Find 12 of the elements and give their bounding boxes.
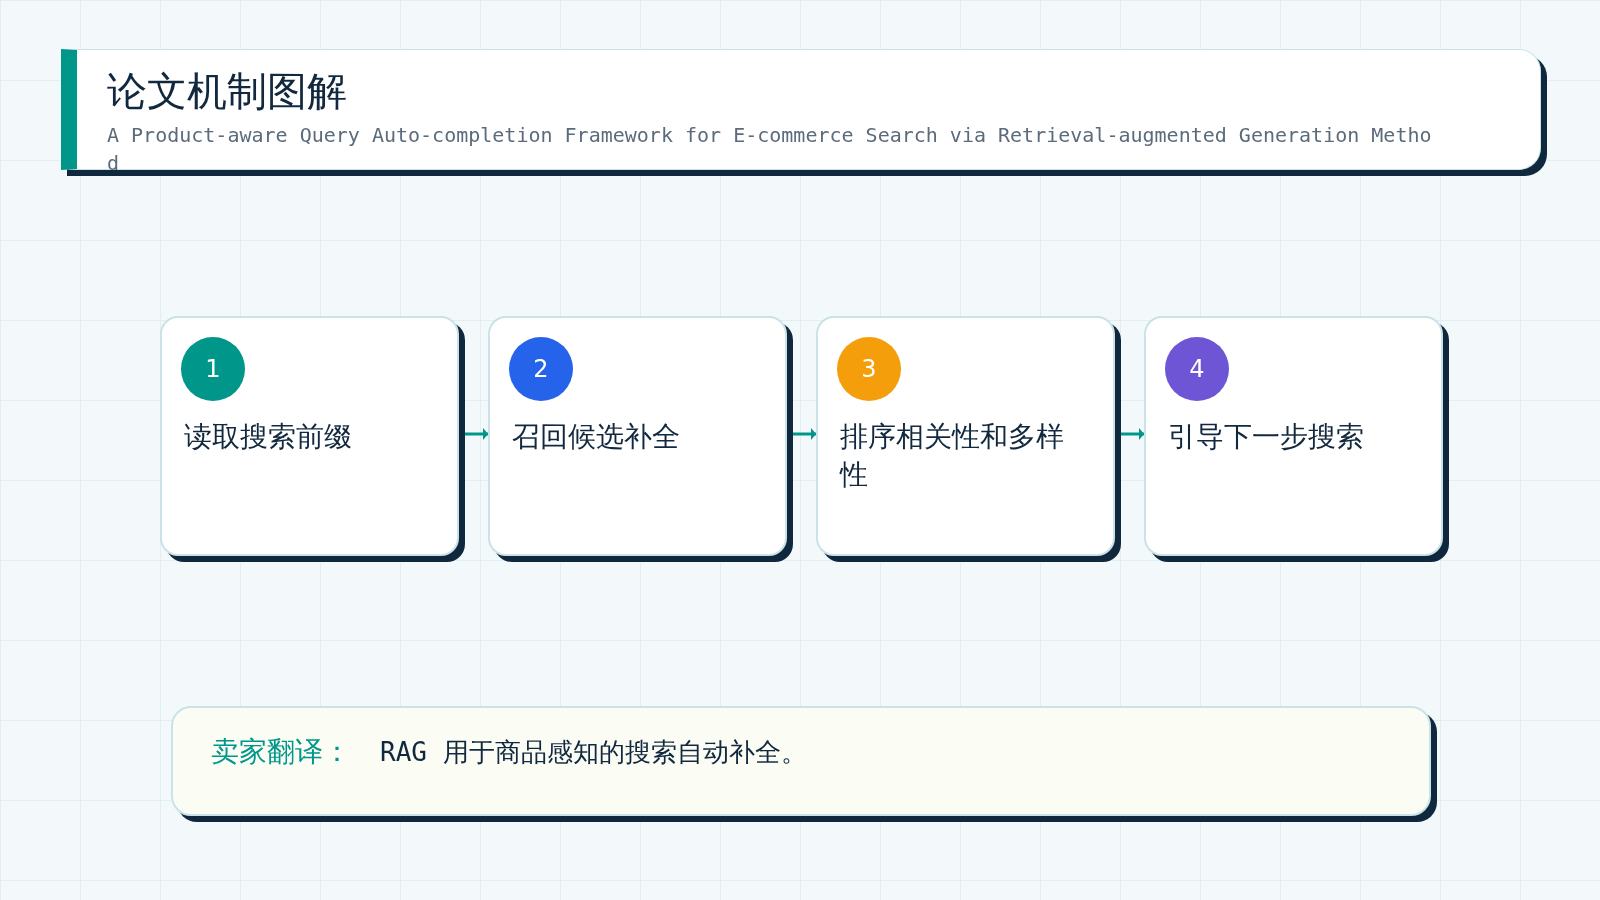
note-heading: 卖家翻译： <box>211 734 351 770</box>
title: 论文机制图解 <box>107 67 347 116</box>
step-label: 排序相关性和多样性 <box>840 419 1065 493</box>
note-text: RAG 用于商品感知的搜索自动补全。 <box>380 736 807 769</box>
step-label: 引导下一步搜索 <box>1168 419 1365 455</box>
number-circle: 4 <box>1165 337 1229 401</box>
number-circle: 1 <box>181 337 245 401</box>
step-label: 读取搜索前缀 <box>184 419 353 455</box>
step-label: 召回候选补全 <box>512 419 681 455</box>
subtitle: A Product-aware Query Auto-completion Framework for E-commerce Search via Retrieval-augmented Generation Method <box>107 122 1433 177</box>
number-circle: 3 <box>837 337 901 401</box>
number-circle: 2 <box>509 337 573 401</box>
